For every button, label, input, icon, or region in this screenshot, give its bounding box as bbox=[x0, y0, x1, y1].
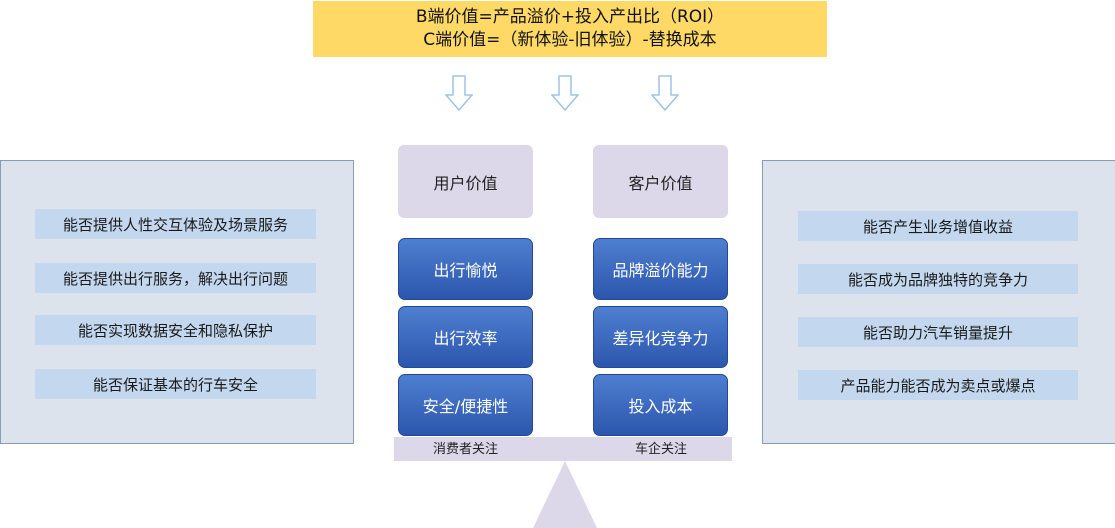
customer-value-header: 客户价值 bbox=[593, 145, 728, 218]
customer-value-item: 品牌溢价能力 bbox=[593, 238, 728, 300]
consumer-criteria-panel bbox=[0, 160, 354, 444]
customer-value-item: 差异化竞争力 bbox=[593, 306, 728, 368]
customer-value-item: 投入成本 bbox=[593, 374, 728, 436]
enterprise-focus-label: 车企关注 bbox=[635, 442, 688, 457]
value-formula-banner: B端价值=产品溢价+投入产出比（ROI） C端价值=（新体验-旧体验）-替换成本 bbox=[313, 1, 827, 57]
down-arrow-icon bbox=[651, 75, 679, 111]
enterprise-criterion: 能否产生业务增值收益 bbox=[798, 211, 1078, 241]
formula-c-side: C端价值=（新体验-旧体验）-替换成本 bbox=[423, 30, 717, 50]
enterprise-criterion: 能否成为品牌独特的竞争力 bbox=[798, 264, 1078, 294]
enterprise-criterion: 能否助力汽车销量提升 bbox=[798, 317, 1078, 347]
enterprise-criteria-panel bbox=[762, 160, 1115, 444]
user-value-item: 出行愉悦 bbox=[398, 238, 533, 300]
enterprise-criterion: 产品能力能否成为卖点或爆点 bbox=[798, 370, 1078, 400]
user-value-header: 用户价值 bbox=[398, 145, 533, 218]
consumer-criterion: 能否提供出行服务，解决出行问题 bbox=[35, 263, 316, 293]
down-arrow-icon bbox=[551, 75, 579, 111]
user-value-item: 安全/便捷性 bbox=[398, 374, 533, 436]
consumer-criterion: 能否提供人性交互体验及场景服务 bbox=[35, 209, 316, 239]
user-value-item: 出行效率 bbox=[398, 306, 533, 368]
consumer-criterion: 能否实现数据安全和隐私保护 bbox=[35, 315, 316, 345]
fulcrum-triangle-icon bbox=[533, 461, 597, 528]
consumer-criterion: 能否保证基本的行车安全 bbox=[35, 369, 316, 399]
down-arrow-icon bbox=[445, 75, 473, 111]
consumer-focus-label: 消费者关注 bbox=[433, 442, 499, 457]
formula-b-side: B端价值=产品溢价+投入产出比（ROI） bbox=[415, 7, 725, 27]
balance-beam bbox=[394, 437, 732, 461]
